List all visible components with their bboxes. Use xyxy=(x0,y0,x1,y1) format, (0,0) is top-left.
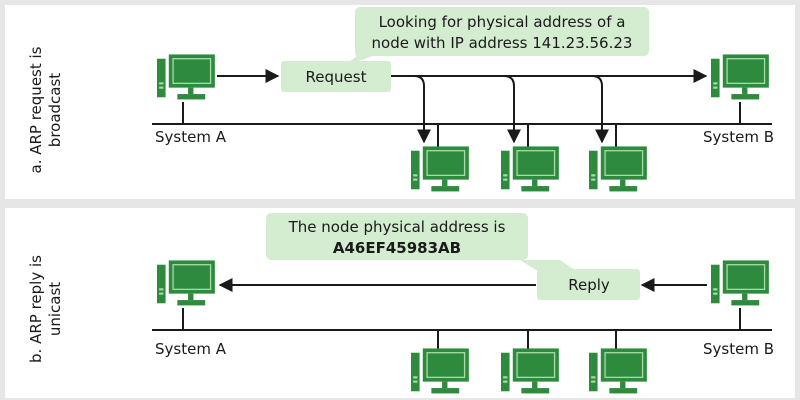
request-label: Request xyxy=(306,68,367,86)
callout-b-line2: A46EF45983AB xyxy=(333,239,461,257)
computer-icon xyxy=(589,347,648,395)
callout-a-line2: node with IP address 141.23.56.23 xyxy=(372,34,633,52)
reply-label: Reply xyxy=(568,276,610,294)
computer-icon xyxy=(711,53,770,101)
computer-icon xyxy=(711,259,770,307)
system-a-label-b: System A xyxy=(155,340,226,358)
callout-b xyxy=(266,213,575,270)
system-a-label-a: System A xyxy=(155,128,226,146)
system-b-label-b: System B xyxy=(703,340,774,358)
reply-box xyxy=(537,269,640,300)
callout-a-line1: Looking for physical address of a xyxy=(379,13,626,31)
computer-icon xyxy=(501,347,560,395)
computer-icon xyxy=(411,347,470,395)
computer-icon xyxy=(501,145,560,193)
computer-icon xyxy=(589,145,648,193)
computer-icon xyxy=(157,259,216,307)
callout-b-line1: The node physical address is xyxy=(288,218,506,236)
callout-a xyxy=(343,7,649,66)
request-box xyxy=(281,61,391,92)
computer-icon xyxy=(157,53,216,101)
system-b-label-a: System B xyxy=(703,128,774,146)
computer-icon xyxy=(411,145,470,193)
